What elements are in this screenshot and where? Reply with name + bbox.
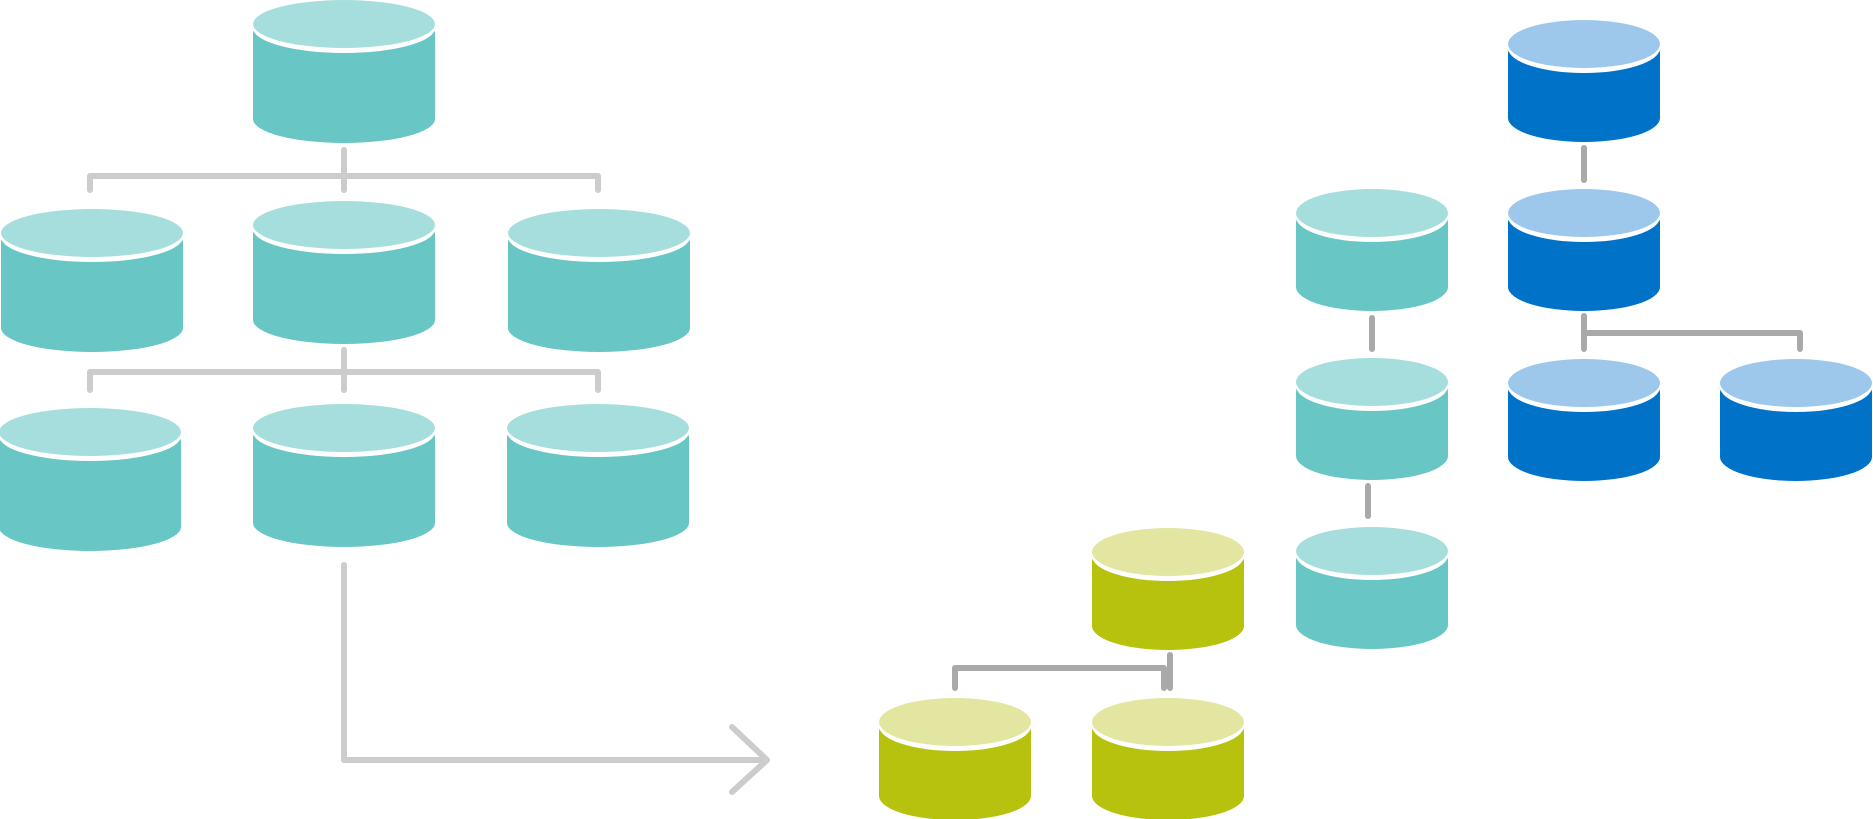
database-blue-left <box>1508 359 1660 481</box>
database-teal-chain-2 <box>1296 358 1448 480</box>
cylinder-lid <box>1508 189 1660 237</box>
connector-arrow-to-olive <box>341 562 768 763</box>
connector-source-root-branch <box>87 147 601 193</box>
database-blue-2 <box>1508 189 1660 311</box>
database-source-left <box>1 209 183 352</box>
database-source-root <box>253 0 435 143</box>
cylinder-lid <box>1508 359 1660 407</box>
database-blue-root <box>1508 20 1660 142</box>
cylinder-lid <box>253 404 435 452</box>
cylinder-lid <box>253 0 435 48</box>
cylinder-lid <box>1296 189 1448 237</box>
cylinder-lid <box>1296 527 1448 575</box>
database-source-right <box>508 209 690 352</box>
database-blue-right <box>1720 359 1872 481</box>
database-source-bottom-right <box>507 404 689 547</box>
connector-blue-branch <box>1581 313 1803 352</box>
database-source-bottom-left <box>0 408 181 551</box>
cylinder-lid <box>1508 20 1660 68</box>
arrowhead-icon <box>729 724 770 795</box>
cylinder-lid <box>1 209 183 257</box>
cylinder-lid <box>253 201 435 249</box>
database-teal-chain-1 <box>1296 189 1448 311</box>
database-olive-right <box>1092 698 1244 819</box>
database-teal-chain-3 <box>1296 527 1448 649</box>
cylinder-lid <box>507 404 689 452</box>
connector-olive-branch <box>952 652 1173 691</box>
cylinder-lid <box>508 209 690 257</box>
cylinder-lid <box>879 698 1031 746</box>
cylinder-lid <box>0 408 181 456</box>
connectors-layer <box>87 145 1803 795</box>
cylinder-lid <box>1092 698 1244 746</box>
database-olive-root <box>1092 528 1244 650</box>
cylinder-lid <box>1092 528 1244 576</box>
database-olive-left <box>879 698 1031 819</box>
database-source-mid <box>253 201 435 344</box>
cylinder-lid <box>1296 358 1448 406</box>
database-source-bottom-mid <box>253 404 435 547</box>
cylinder-lid <box>1720 359 1872 407</box>
connector-source-mid-branch <box>87 347 601 393</box>
